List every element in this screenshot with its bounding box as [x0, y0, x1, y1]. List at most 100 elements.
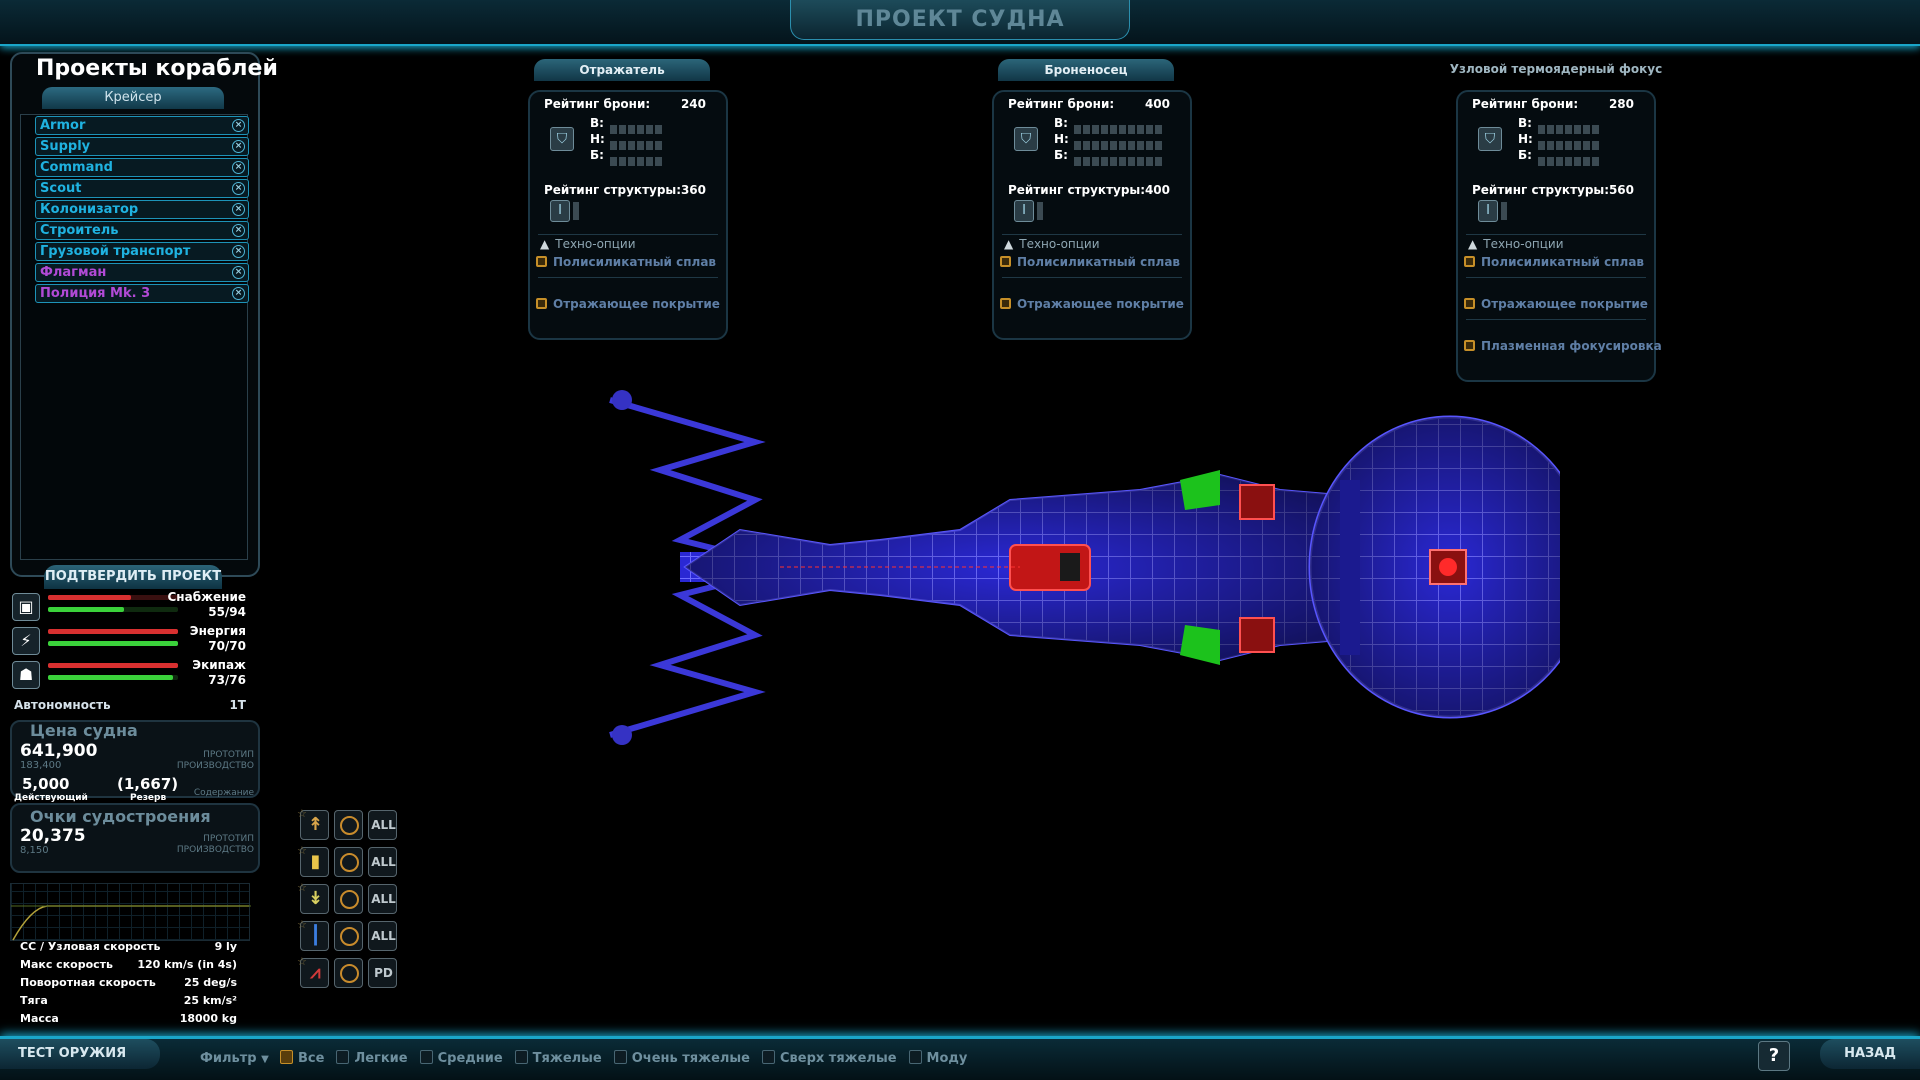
filter-checkbox[interactable] [514, 1050, 528, 1064]
weapon-slot[interactable]: ☆↡ [297, 881, 329, 914]
tech-options-header[interactable]: ▲Техно-опции [1468, 237, 1564, 251]
remove-design-icon[interactable]: × [232, 224, 245, 237]
turret-bottom[interactable] [1239, 617, 1275, 653]
fire-mode-toggle[interactable] [334, 847, 363, 877]
help-button[interactable]: ? [1758, 1041, 1790, 1071]
ship-blueprint[interactable] [580, 380, 1560, 760]
stat-value: 25 deg/s [184, 976, 237, 989]
tech-option[interactable]: Плазменная фокусировка [1464, 339, 1662, 353]
filter-option[interactable]: Сверх тяжелые [762, 1050, 897, 1072]
star-icon[interactable]: ☆ [297, 844, 307, 857]
design-item[interactable]: Scout× [35, 179, 249, 198]
antenna-tip-top [612, 390, 632, 410]
armor-pip [1574, 141, 1581, 150]
tech-option[interactable]: Отражающее покрытие [1000, 297, 1184, 311]
screen-title: ПРОЕКТ СУДНА [790, 0, 1130, 40]
design-item[interactable]: Колонизатор× [35, 200, 249, 219]
tech-option-checkbox[interactable] [1464, 340, 1475, 351]
weapon-slot[interactable]: ☆⩘ [297, 955, 329, 988]
tech-option-checkbox[interactable] [1464, 298, 1475, 309]
filter-checkbox[interactable] [419, 1050, 433, 1064]
weapon-group-action[interactable]: ALL [368, 810, 397, 840]
resource-value: 55/94 [208, 605, 246, 619]
weapon-group-action[interactable]: PD [368, 958, 397, 988]
weapon-test-button[interactable]: ТЕСТ ОРУЖИЯ [0, 1039, 160, 1069]
confirm-design-button[interactable]: ПОДТВЕРДИТЬ ПРОЕКТ [44, 565, 222, 589]
resource-bar-red [48, 595, 131, 600]
fire-mode-toggle[interactable] [334, 884, 363, 914]
design-item[interactable]: Supply× [35, 137, 249, 156]
core-weapon-slot[interactable] [1060, 553, 1080, 581]
filter-option[interactable]: Очень тяжелые [613, 1050, 750, 1072]
tech-option[interactable]: Полисиликатный сплав [536, 255, 716, 269]
tech-option[interactable]: Полисиликатный сплав [1000, 255, 1180, 269]
turret-top[interactable] [1239, 484, 1275, 520]
cannon-icon: ▮ [310, 851, 321, 872]
star-icon[interactable]: ☆ [297, 881, 307, 894]
design-item[interactable]: Полиция Mk. 3× [35, 284, 249, 303]
filter-checkbox[interactable] [908, 1050, 922, 1064]
design-item-label: Флагман [40, 265, 107, 280]
green-module-bottom[interactable] [1180, 625, 1220, 665]
fire-mode-toggle[interactable] [334, 921, 363, 951]
star-icon[interactable]: ☆ [297, 918, 307, 931]
tech-options-header[interactable]: ▲Техно-опции [1004, 237, 1100, 251]
fire-mode-toggle[interactable] [334, 958, 363, 988]
weapon-slot[interactable]: ☆┃ [297, 918, 329, 951]
design-item[interactable]: Command× [35, 158, 249, 177]
filter-checkbox[interactable] [762, 1050, 775, 1064]
remove-design-icon[interactable]: × [232, 140, 245, 153]
remove-design-icon[interactable]: × [232, 119, 245, 132]
remove-design-icon[interactable]: × [232, 203, 245, 216]
weapon-group-action[interactable]: ALL [368, 884, 397, 914]
tech-options-header[interactable]: ▲Техно-опции [540, 237, 636, 251]
tech-option[interactable]: Отражающее покрытие [536, 297, 720, 311]
filter-dropdown[interactable]: Фильтр ▼ [200, 1051, 269, 1066]
tech-option-checkbox[interactable] [536, 256, 547, 267]
tech-option-checkbox[interactable] [536, 298, 547, 309]
star-icon[interactable]: ☆ [297, 807, 307, 820]
armor-pip [610, 125, 617, 134]
remove-design-icon[interactable]: × [232, 287, 245, 300]
tech-option[interactable]: Отражающее покрытие [1464, 297, 1648, 311]
remove-design-icon[interactable]: × [232, 245, 245, 258]
remove-design-icon[interactable]: × [232, 266, 245, 279]
star-icon[interactable]: ☆ [297, 955, 307, 968]
armor-pip [1137, 157, 1144, 166]
armor-pip [1538, 141, 1545, 150]
ship-cost-sub: 183,400 [20, 760, 62, 771]
rear-weapon-module[interactable] [1429, 549, 1467, 585]
green-module-top[interactable] [1180, 470, 1220, 510]
remove-design-icon[interactable]: × [232, 161, 245, 174]
filter-checkbox[interactable] [280, 1050, 293, 1064]
filter-option-label: Все [298, 1051, 325, 1066]
weapon-group-action[interactable]: ALL [368, 921, 397, 951]
weapon-group-action[interactable]: ALL [368, 847, 397, 877]
design-item[interactable]: Грузовой транспорт× [35, 242, 249, 261]
back-button[interactable]: НАЗАД [1820, 1039, 1920, 1069]
armor-pip [1547, 125, 1554, 134]
filter-option[interactable]: Легкие [336, 1050, 408, 1072]
filter-option[interactable]: Средние [419, 1050, 503, 1072]
filter-option[interactable]: Моду [908, 1050, 967, 1072]
fire-mode-toggle[interactable] [334, 810, 363, 840]
resource-label: Энергия [189, 624, 246, 638]
design-item[interactable]: Armor× [35, 116, 249, 135]
armor-panel-title[interactable]: Отражатель [534, 59, 710, 81]
armor-row-pips [1538, 135, 1601, 154]
tech-option[interactable]: Полисиликатный сплав [1464, 255, 1644, 269]
filter-option[interactable]: Тяжелые [514, 1050, 602, 1072]
weapon-slot[interactable]: ☆▮ [297, 844, 329, 877]
design-item[interactable]: Строитель× [35, 221, 249, 240]
tech-option-checkbox[interactable] [1000, 256, 1011, 267]
ship-class-tab[interactable]: Крейсер [42, 87, 224, 109]
remove-design-icon[interactable]: × [232, 182, 245, 195]
tech-option-checkbox[interactable] [1000, 298, 1011, 309]
filter-checkbox[interactable] [613, 1050, 627, 1064]
armor-panel-title[interactable]: Броненосец [998, 59, 1174, 81]
design-item[interactable]: Флагман × [35, 263, 249, 282]
filter-checkbox[interactable] [336, 1050, 350, 1064]
filter-option[interactable]: Все [280, 1050, 324, 1072]
weapon-slot[interactable]: ☆↟ [297, 807, 329, 840]
tech-option-checkbox[interactable] [1464, 256, 1475, 267]
